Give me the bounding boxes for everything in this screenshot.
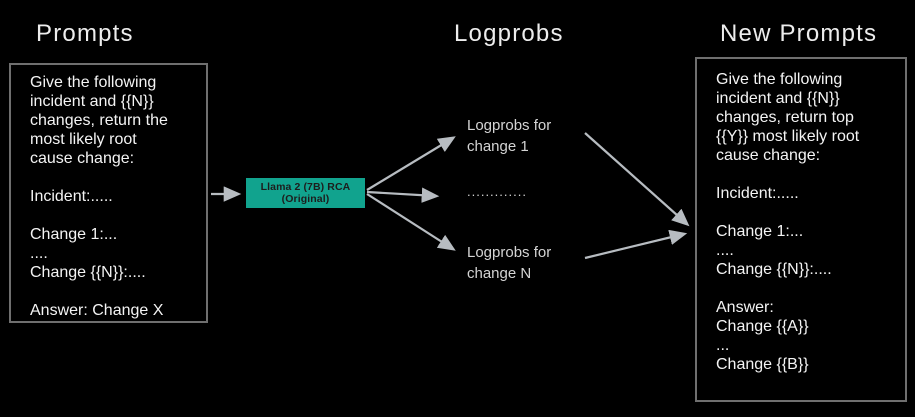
text-line: Change 1:... <box>716 223 804 240</box>
text-line: Incident:..... <box>716 185 799 202</box>
logprobs-change-n-label: Logprobs for change N <box>467 242 551 284</box>
text-line: Change {{N}}:.... <box>716 261 832 278</box>
text-line <box>716 165 901 184</box>
text-line: Answer: Change X <box>30 302 164 319</box>
logprobs-change-1-line1: Logprobs for <box>467 117 552 134</box>
model-node-name: Llama 2 (7B) RCA <box>260 180 351 193</box>
text-line <box>30 206 202 225</box>
text-line: Change {{N}}:.... <box>30 264 146 281</box>
text-line: Give the following <box>30 74 157 91</box>
text-line: Change {{A}} <box>716 318 809 335</box>
text-line <box>716 279 901 298</box>
text-line: cause change: <box>30 150 135 167</box>
text-line <box>30 168 202 187</box>
logprobs-change-n-line1: Logprobs for <box>467 244 552 261</box>
prompts-column-title: Prompts <box>36 20 134 47</box>
original-prompt-box: Give the following incident and {{N}} chan… <box>9 63 208 323</box>
text-line <box>30 282 202 301</box>
logprobs-ellipsis-label: ............. <box>467 184 527 199</box>
text-line: .... <box>716 242 734 259</box>
text-line: most likely root <box>30 131 137 148</box>
model-node-variant: (Original) <box>281 193 330 205</box>
text-line: incident and {{N}} <box>716 90 840 107</box>
text-line: Change {{B}} <box>716 356 809 373</box>
text-line: Incident:..... <box>30 188 113 205</box>
text-line: .... <box>30 245 48 262</box>
text-line: Give the following <box>716 71 843 88</box>
arrow-logprobs-n-to-new-prompt <box>584 229 688 260</box>
text-line <box>716 203 901 222</box>
text-line: cause change: <box>716 147 821 164</box>
arrow-model-to-logprobs-1 <box>366 136 456 191</box>
text-line: ... <box>716 337 730 354</box>
text-line: changes, return top <box>716 109 854 126</box>
arrow-model-to-logprobs-dots <box>366 187 440 203</box>
text-line: changes, return the <box>30 112 168 129</box>
text-line: {{Y}} most likely root <box>716 128 860 145</box>
new-prompt-box: Give the following incident and {{N}} chan… <box>695 57 907 402</box>
logprobs-column-title: Logprobs <box>454 20 564 47</box>
arrow-model-to-logprobs-n <box>366 193 456 251</box>
logprobs-change-1-label: Logprobs for change 1 <box>467 115 551 157</box>
logprobs-change-1-line2: change 1 <box>467 138 529 155</box>
llama-model-node: Llama 2 (7B) RCA (Original) <box>246 178 365 208</box>
text-line: incident and {{N}} <box>30 93 154 110</box>
logprobs-change-n-line2: change N <box>467 265 532 282</box>
new-prompts-column-title: New Prompts <box>720 20 878 47</box>
text-line: Answer: <box>716 299 774 316</box>
text-line: Change 1:... <box>30 226 118 243</box>
arrow-logprobs-1-to-new-prompt <box>584 132 690 227</box>
